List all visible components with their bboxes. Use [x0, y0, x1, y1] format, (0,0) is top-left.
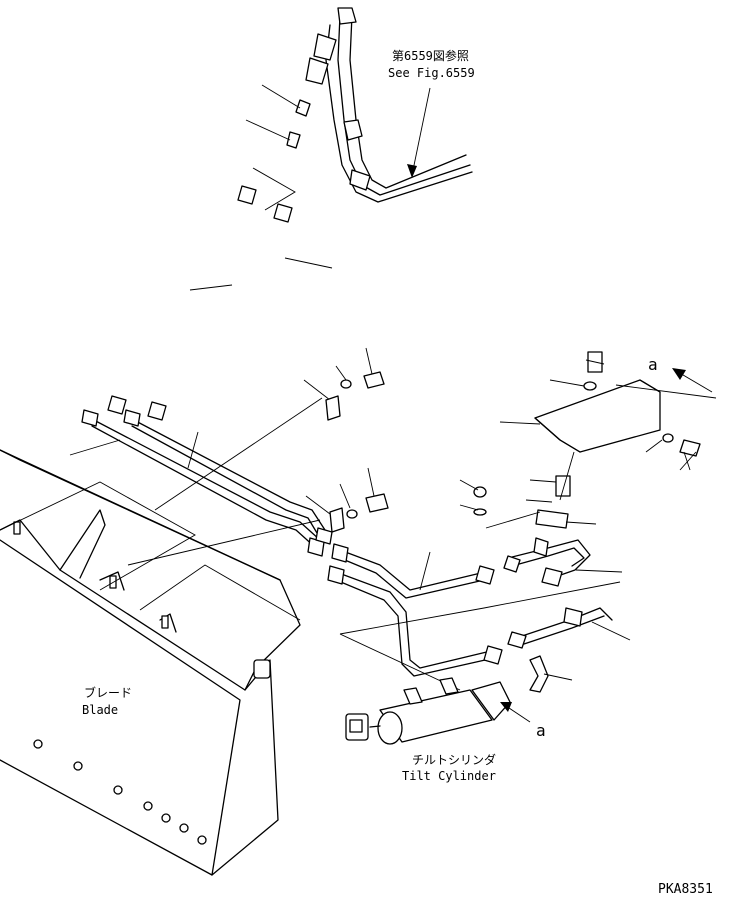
upper-hose-assembly [286, 7, 473, 203]
blade-reference-boxes [0, 481, 301, 621]
blade-jp-label: ブレード [84, 685, 132, 700]
view-a-arrow-line [677, 371, 713, 393]
view-a-label-bottom: a [536, 721, 546, 740]
view-a-arrowhead [672, 368, 686, 380]
right-hydraulic-lines [327, 537, 613, 693]
tilt-cylinder [345, 677, 511, 745]
guard-bracket [499, 351, 717, 471]
fig-ref-en-label: See Fig.6559 [388, 66, 475, 80]
blade-outline [0, 449, 301, 876]
view-a-lower-arrowhead [500, 702, 512, 712]
fig-ref-arrowhead [407, 164, 417, 178]
leader-lines-tubes [69, 379, 331, 566]
fig-ref-leader [411, 87, 431, 176]
fig-ref-jp-label: 第6559図参照 [392, 48, 469, 63]
view-a-lower-arrow-line [505, 705, 531, 723]
leader-lines-upper [189, 84, 333, 291]
blade-en-label: Blade [82, 703, 118, 717]
tilt-cylinder-jp-label: チルトシリンダ [412, 752, 496, 767]
steel-tubes [81, 409, 333, 557]
mount-hardware [459, 451, 597, 529]
flexible-hoses [107, 185, 293, 421]
view-a-label-top: a [648, 355, 658, 374]
clamp-hardware [325, 347, 389, 533]
tilt-cylinder-en-label: Tilt Cylinder [402, 769, 496, 783]
drawing-id: PKA8351 [658, 882, 713, 897]
